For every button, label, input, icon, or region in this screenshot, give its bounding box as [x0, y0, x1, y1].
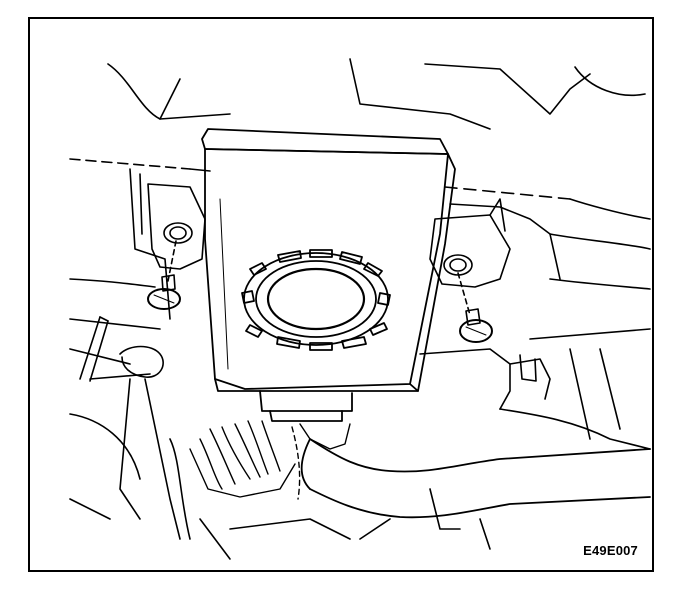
left-rod [69, 316, 181, 540]
module-circular-element [241, 249, 391, 351]
lower-right-structure [229, 348, 651, 550]
lower-hose [300, 438, 651, 519]
control-module [201, 128, 456, 422]
figure-code-label: E49E007 [583, 543, 638, 558]
left-bracket [147, 183, 206, 270]
bottom-structure [69, 438, 231, 560]
background-structure [69, 58, 651, 480]
illustration-frame: E49E007 [28, 17, 654, 572]
wire-harness [189, 420, 351, 500]
left-bolt [147, 240, 181, 310]
right-bolt [457, 272, 493, 343]
module-mounting-illustration [69, 58, 651, 560]
